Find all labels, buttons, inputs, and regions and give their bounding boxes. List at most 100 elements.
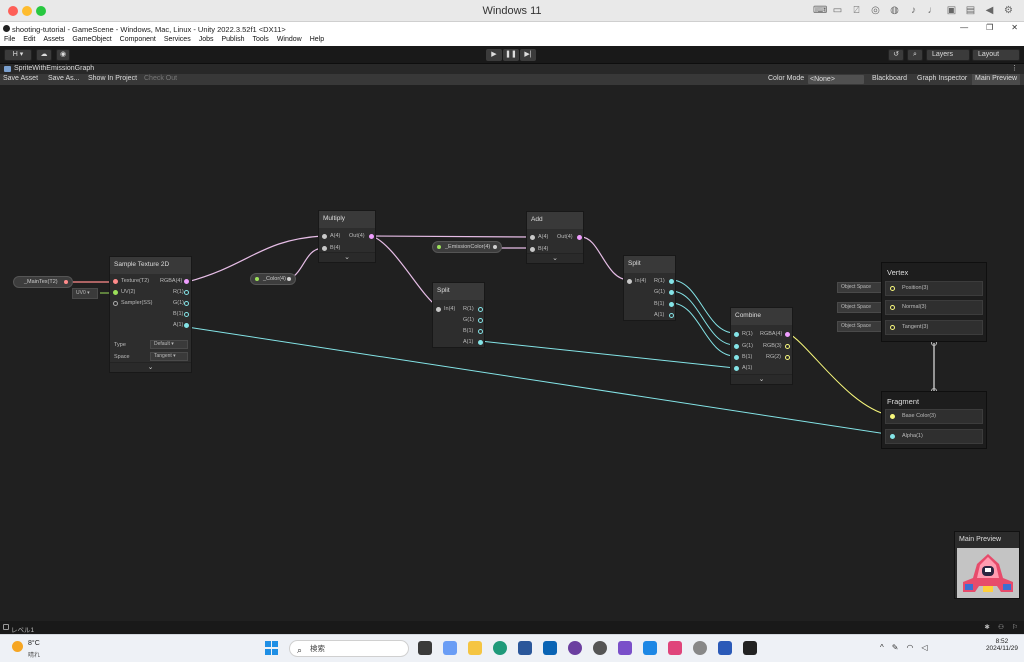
base-color-slot[interactable]: Base Color(3): [885, 409, 983, 424]
add-node[interactable]: Add A(4) B(4) Out(4) ⌄: [526, 211, 584, 264]
r-output-port[interactable]: [184, 290, 189, 295]
texture-input-port[interactable]: [113, 279, 118, 284]
lock-icon[interactable]: ⚇: [998, 624, 1004, 631]
play-icon[interactable]: ▶: [486, 49, 502, 61]
save-as-button[interactable]: Save As...: [48, 75, 80, 82]
r-port[interactable]: [669, 279, 674, 284]
fullscreen-window-button[interactable]: [36, 6, 46, 16]
color-mode-dropdown[interactable]: <None>: [808, 75, 864, 84]
b-input-port[interactable]: [530, 247, 535, 252]
a-input-port[interactable]: [734, 366, 739, 371]
position-port[interactable]: [890, 286, 895, 291]
multiply-node[interactable]: Multiply A(4) B(4) Out(4) ⌄: [318, 210, 376, 263]
menu-gameobject[interactable]: GameObject: [72, 36, 112, 43]
app-icon[interactable]: [693, 641, 707, 655]
minimize-window-button[interactable]: [22, 6, 32, 16]
chevron-down-icon[interactable]: ⌄: [319, 252, 375, 262]
weather-sun-icon[interactable]: [12, 641, 23, 652]
g-port[interactable]: [478, 318, 483, 323]
position-slot[interactable]: Position(3): [885, 281, 983, 296]
minimize-button[interactable]: —: [960, 23, 969, 32]
clock[interactable]: 8:52 2024/11/29: [986, 638, 1018, 652]
printer-icon[interactable]: ▤: [965, 5, 976, 16]
a-input-port[interactable]: [530, 235, 535, 240]
uv-channel-dropdown[interactable]: UV0 ▾: [72, 288, 98, 299]
wifi-icon[interactable]: ◠: [906, 643, 914, 652]
menu-help[interactable]: Help: [309, 36, 325, 43]
space-dropdown[interactable]: Tangent ▾: [150, 352, 188, 361]
fragment-block[interactable]: Fragment Base Color(3) Alpha(1): [881, 391, 987, 449]
emission-color-property-node[interactable]: _EmissionColor(4): [432, 241, 502, 253]
menu-services[interactable]: Services: [163, 36, 191, 43]
in-port[interactable]: [436, 307, 441, 312]
a-port[interactable]: [669, 313, 674, 318]
alpha-port[interactable]: [890, 434, 895, 439]
weather-description[interactable]: 晴れ: [28, 653, 41, 659]
pen-icon[interactable]: ✎: [891, 643, 899, 652]
chevron-down-icon[interactable]: ⌄: [731, 374, 792, 384]
base-color-port[interactable]: [890, 414, 895, 419]
main-preview-panel[interactable]: Main Preview: [954, 531, 1020, 599]
main-preview-toggle[interactable]: Main Preview: [972, 74, 1021, 85]
back-icon[interactable]: ◀: [985, 5, 994, 16]
b-input-port[interactable]: [734, 355, 739, 360]
graph-inspector-toggle[interactable]: Graph Inspector: [917, 75, 968, 82]
tangent-port[interactable]: [890, 325, 895, 330]
file-explorer-icon[interactable]: [468, 641, 482, 655]
console-icon[interactable]: [3, 624, 9, 630]
notification-icon[interactable]: ⚐: [1012, 624, 1018, 631]
copilot-icon[interactable]: [443, 641, 457, 655]
vscode-icon[interactable]: [643, 641, 657, 655]
chevron-up-icon[interactable]: ^: [880, 643, 884, 652]
menu-assets[interactable]: Assets: [43, 36, 65, 43]
sprite-preview-image[interactable]: [957, 548, 1019, 598]
menu-edit[interactable]: Edit: [23, 36, 36, 43]
microphone-icon[interactable]: ♩: [927, 5, 938, 16]
blackboard-toggle[interactable]: Blackboard: [872, 75, 908, 82]
network-icon[interactable]: ◎: [871, 5, 880, 16]
step-icon[interactable]: ▶|: [520, 49, 536, 61]
rgb-output-port[interactable]: [785, 344, 790, 349]
graph-canvas[interactable]: _MainTex(T2) UV0 ▾ Sample Texture 2D Tex…: [0, 85, 1024, 621]
save-asset-button[interactable]: Save Asset: [3, 75, 39, 82]
bug-icon[interactable]: ✱: [984, 624, 990, 631]
more-icon[interactable]: ⋮: [1011, 65, 1018, 72]
split-node-1[interactable]: Split In(4) R(1) G(1) B(1) A(1): [432, 282, 485, 348]
out-port[interactable]: [369, 234, 374, 239]
menu-jobs[interactable]: Jobs: [198, 36, 214, 43]
visual-studio-icon[interactable]: [618, 641, 632, 655]
a-output-port[interactable]: [184, 323, 189, 328]
in-port[interactable]: [627, 279, 632, 284]
out-port[interactable]: [577, 235, 582, 240]
settings-app-icon[interactable]: [593, 641, 607, 655]
type-dropdown[interactable]: Default ▾: [150, 340, 188, 349]
vertex-block[interactable]: Vertex Position(3) Normal(3) Tangent(3): [881, 262, 987, 342]
b-port[interactable]: [478, 329, 483, 334]
uv-input-port[interactable]: [113, 290, 118, 295]
camera-icon[interactable]: ▣: [946, 5, 957, 16]
maintex-property-node[interactable]: _MainTex(T2): [13, 276, 73, 288]
taskbar-search[interactable]: ⌕ 検索: [289, 640, 409, 657]
weather-temperature[interactable]: 8°C: [28, 640, 40, 647]
keyboard-icon[interactable]: ⌨: [813, 5, 828, 16]
search-icon[interactable]: ⌕: [907, 49, 923, 61]
graph-tab-title[interactable]: SpriteWithEmissionGraph: [14, 65, 95, 72]
menu-publish[interactable]: Publish: [221, 36, 245, 43]
sampler-input-port[interactable]: [113, 301, 118, 306]
store-icon[interactable]: [518, 641, 532, 655]
close-button[interactable]: ✕: [1011, 23, 1018, 32]
menu-component[interactable]: Component: [119, 36, 156, 43]
color-property-node[interactable]: _Color(4): [250, 273, 296, 285]
a-port[interactable]: [478, 340, 483, 345]
display-icon[interactable]: ▭: [832, 5, 843, 16]
layout-dropdown[interactable]: Layout: [972, 49, 1020, 61]
a-input-port[interactable]: [322, 234, 327, 239]
g-output-port[interactable]: [184, 301, 189, 306]
b-output-port[interactable]: [184, 312, 189, 317]
sample-texture-2d-node[interactable]: Sample Texture 2D Texture(T2) UV(2) Samp…: [109, 256, 192, 373]
pause-icon[interactable]: ❚❚: [503, 49, 519, 61]
menu-tools[interactable]: Tools: [252, 36, 269, 43]
menu-window[interactable]: Window: [276, 36, 302, 43]
slack-icon[interactable]: [668, 641, 682, 655]
menu-file[interactable]: File: [4, 36, 16, 43]
